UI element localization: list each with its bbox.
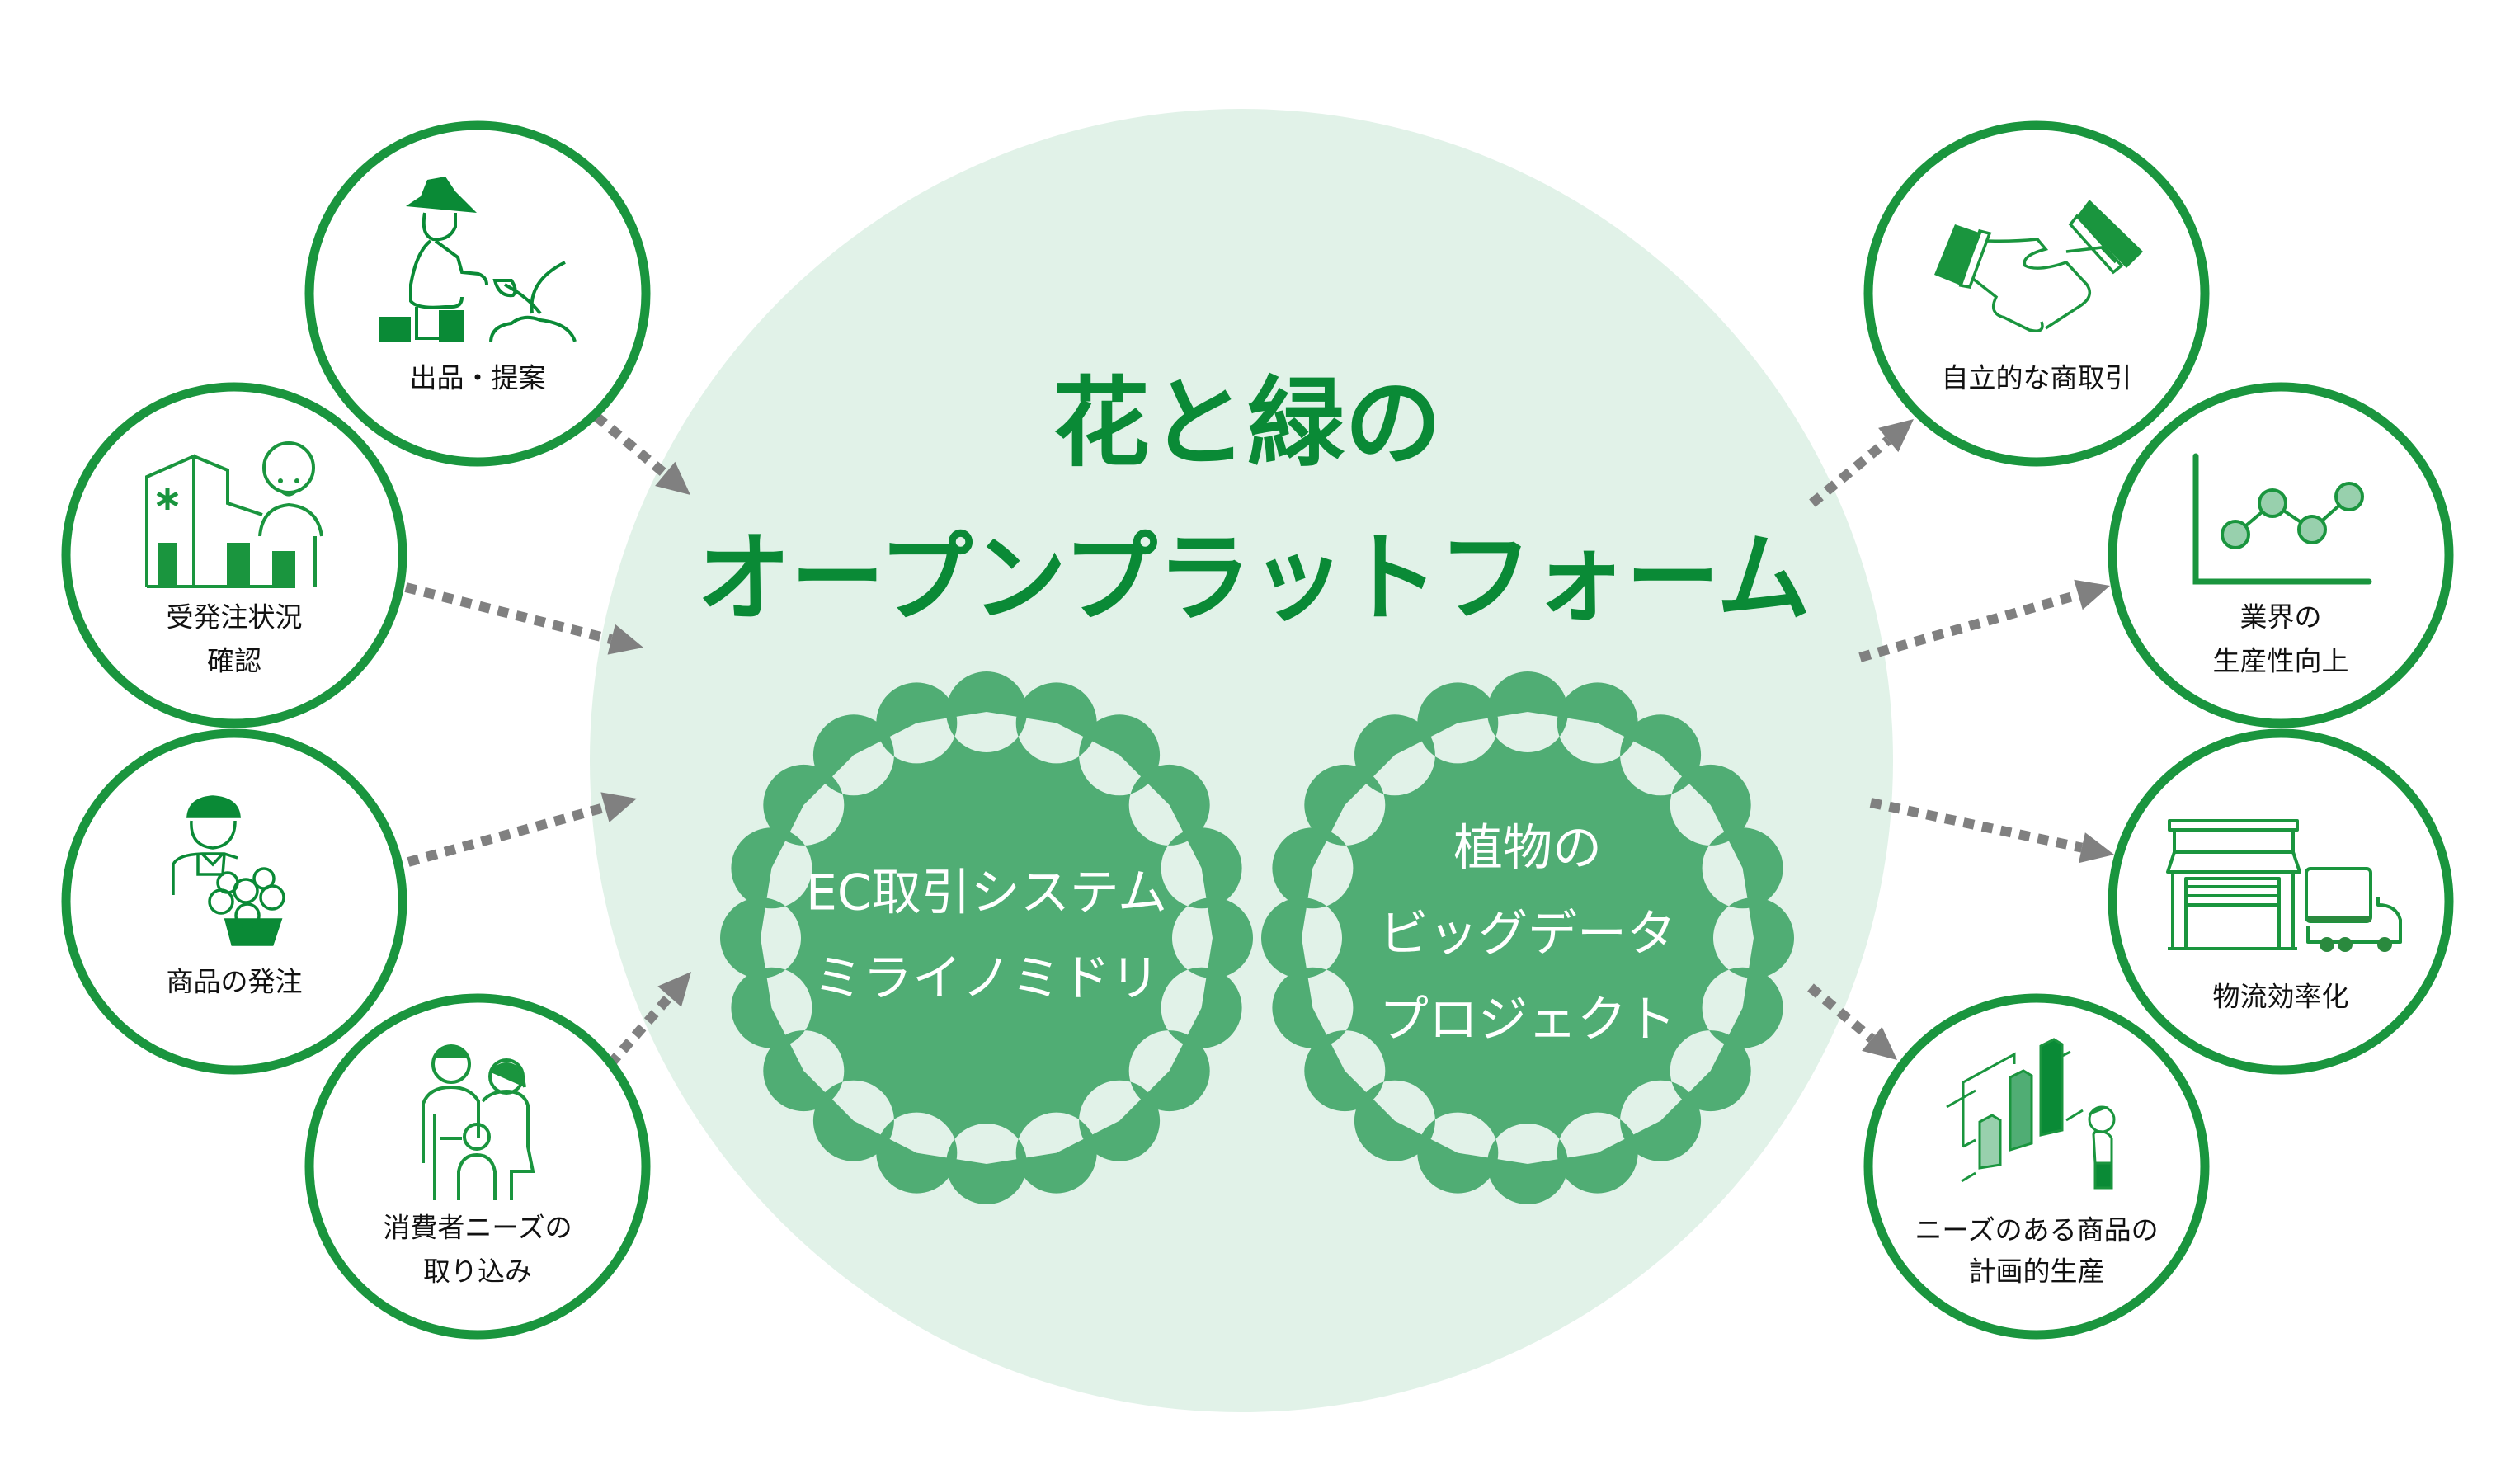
- output-node-productivity: 業界の 生産性向上: [2108, 382, 2454, 728]
- platform-title-line1: 花と緑の: [1053, 366, 1442, 480]
- line-chart-icon: [2192, 453, 2372, 585]
- arrow-planned-production: [1807, 983, 1897, 1060]
- family-icon: [422, 1044, 535, 1200]
- input-label-consumer-needs-line2: 取り込み: [423, 1256, 532, 1288]
- warehouse-truck-icon: [2166, 819, 2402, 952]
- output-node-logistics: 物流効率化: [2108, 728, 2454, 1075]
- arrow-head: [1878, 419, 1914, 453]
- arrow-dotted-line: [1869, 798, 2084, 853]
- arrow-listing: [593, 412, 690, 495]
- output-node-trade: 自立的な商取引: [1863, 120, 2210, 467]
- ec-system-name: ミライノミドリ: [813, 950, 1160, 1008]
- arrow-logistics: [1869, 798, 2114, 864]
- input-label-order-status-line2: 確認: [207, 645, 261, 677]
- output-label-productivity-line1: 業界の: [2240, 601, 2322, 634]
- arrow-head: [600, 792, 637, 823]
- bigdata-project-flower: 植物の ビッグデータ プロジェクト: [1261, 671, 1794, 1204]
- input-node-order-status: 受発注状況 確認: [61, 382, 407, 728]
- arrow-dotted-line: [407, 802, 607, 867]
- platform-title-line2: オープンプラットフォーム: [697, 521, 1811, 635]
- shop-staff-icon: [145, 441, 323, 588]
- arrow-trade: [1809, 419, 1914, 507]
- bigdata-line3: プロジェクト: [1379, 992, 1676, 1049]
- input-node-consumer-needs: 消費者ニーズの 取り込み: [304, 993, 651, 1340]
- output-label-trade: 自立的な商取引: [1942, 362, 2132, 394]
- input-label-listing: 出品・提案: [410, 362, 546, 394]
- ec-system-title: EC取引システム: [806, 864, 1167, 922]
- input-label-consumer-needs-line1: 消費者ニーズの: [383, 1212, 572, 1244]
- arrow-head: [1862, 1026, 1897, 1060]
- bigdata-line1: 植物の: [1453, 820, 1602, 878]
- farmer-icon: [379, 177, 577, 342]
- arrow-head: [2078, 832, 2114, 864]
- arrow-dotted-line: [606, 993, 674, 1067]
- arrow-dotted-line: [1807, 983, 1876, 1043]
- input-node-listing: 出品・提案: [304, 120, 651, 467]
- arrow-dotted-line: [1858, 590, 2080, 662]
- flower-shape: [720, 671, 1253, 1204]
- arrow-ordering: [407, 792, 637, 867]
- ec-system-flower: EC取引システム ミライノミドリ: [720, 671, 1253, 1204]
- arrow-dotted-line: [404, 582, 613, 644]
- arrow-order-status: [404, 582, 643, 655]
- bar-chart-person-icon: [1946, 1038, 2116, 1190]
- florist-icon: [172, 795, 285, 946]
- arrow-head: [607, 624, 643, 655]
- handshake-icon: [1934, 200, 2143, 332]
- arrow-productivity: [1858, 579, 2110, 662]
- input-label-ordering: 商品の発注: [167, 966, 303, 998]
- output-label-logistics: 物流効率化: [2213, 981, 2349, 1013]
- arrow-head: [657, 972, 691, 1007]
- arrow-head: [655, 461, 690, 495]
- arrow-head: [2074, 579, 2110, 610]
- arrow-consumer-needs: [606, 972, 691, 1067]
- flower-shape: [1261, 671, 1794, 1204]
- bigdata-line2: ビッグデータ: [1379, 906, 1676, 963]
- output-label-productivity-line2: 生産性向上: [2213, 645, 2349, 677]
- arrows: [404, 412, 2114, 1067]
- arrow-dotted-line: [593, 412, 669, 478]
- arrow-dotted-line: [1809, 436, 1892, 507]
- input-node-ordering: 商品の発注: [61, 728, 407, 1075]
- output-label-planned-production-line1: ニーズのある商品の: [1915, 1214, 2158, 1246]
- input-label-order-status-line1: 受発注状況: [167, 601, 303, 634]
- output-node-planned-production: ニーズのある商品の 計画的生産: [1863, 993, 2210, 1340]
- output-label-planned-production-line2: 計画的生産: [1969, 1256, 2105, 1288]
